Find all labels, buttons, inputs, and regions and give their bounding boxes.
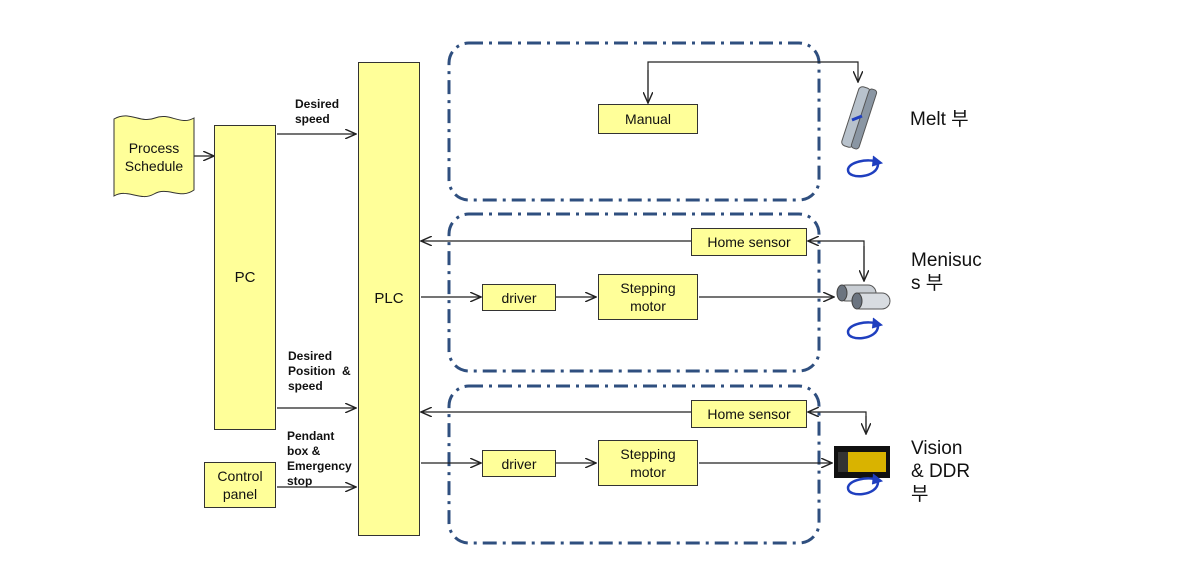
stepping-motor-block-2: Stepping motor (598, 440, 698, 486)
rotation-arrow-icon (846, 473, 884, 496)
home-sensor-block-2: Home sensor (691, 400, 807, 428)
pendant-emergency-label: Pendant box & Emergency stop (287, 429, 352, 488)
driver-block-2: driver (482, 450, 556, 477)
rotation-arrow-icon (846, 155, 884, 178)
arrow-device2-to-home (808, 412, 867, 432)
vision-section-label: Vision & DDR 부 (911, 438, 971, 505)
melt-group-outline (447, 41, 821, 202)
desired-speed-label: Desired speed (295, 97, 340, 126)
driver-block-1: driver (482, 284, 556, 311)
pc-block: PC (214, 125, 276, 430)
process-schedule-shape (113, 115, 195, 198)
manual-block: Manual (598, 104, 698, 134)
vision-camera-icon (834, 446, 890, 478)
control-panel-block: Control panel (204, 462, 276, 508)
process-schedule-block: Process Schedule (124, 140, 184, 174)
meniscus-device-icon (836, 284, 891, 310)
melt-device-icon (841, 86, 878, 150)
arrow-device1-to-home (808, 241, 865, 281)
meniscus-group-outline (447, 212, 821, 373)
melt-section-label: Melt 부 (910, 109, 969, 130)
home-sensor-block-1: Home sensor (691, 228, 807, 256)
stepping-motor-block-1: Stepping motor (598, 274, 698, 320)
rotation-arrow-icon (846, 317, 884, 340)
meniscus-section-label: Menisuc s 부 (911, 250, 982, 294)
desired-position-label: Desired Position & speed (288, 349, 351, 393)
vision-group-outline (447, 384, 821, 545)
arrow-manual-loop (647, 61, 858, 103)
plc-block: PLC (358, 62, 420, 536)
